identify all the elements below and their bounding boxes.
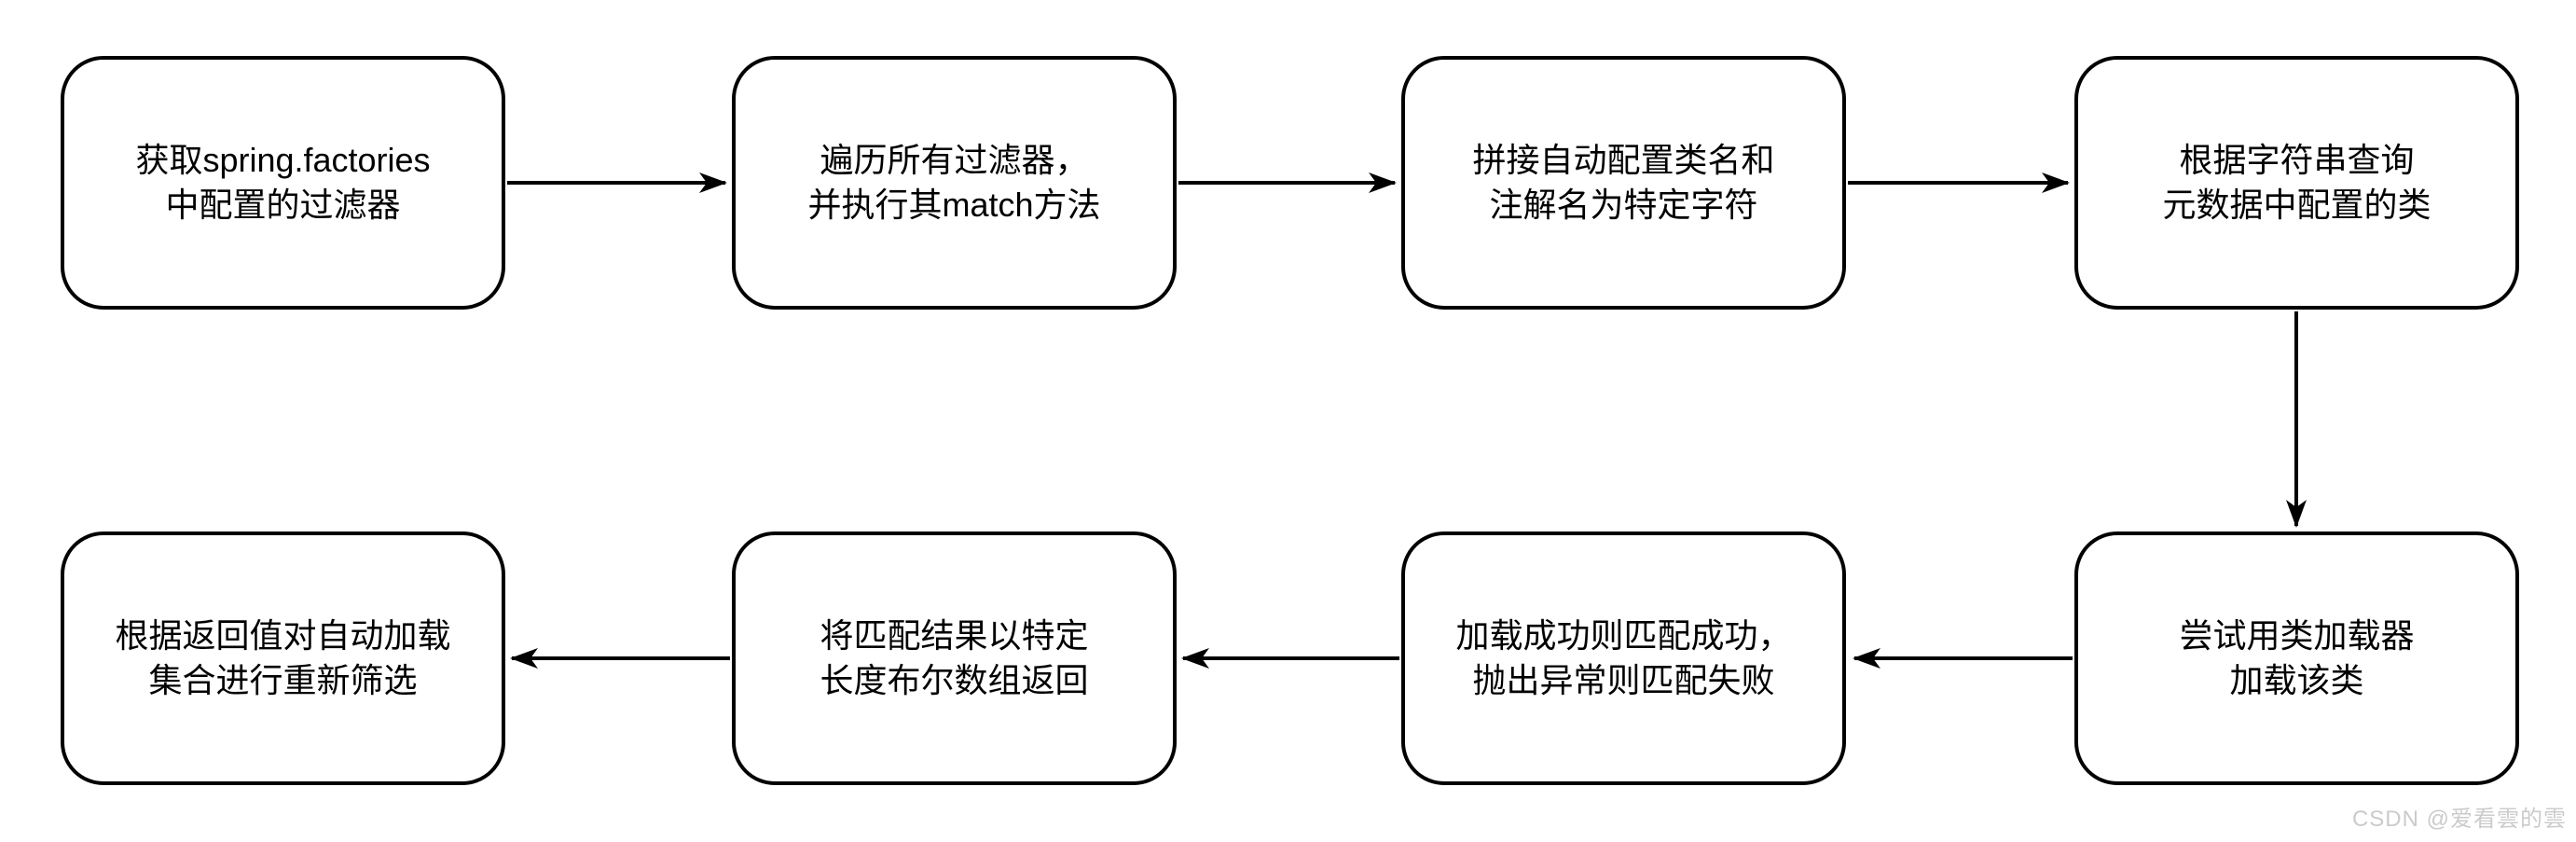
node-text-line: 长度布尔数组返回	[820, 661, 1089, 699]
node-text-line: 获取spring.factories	[135, 141, 431, 179]
node-text-line: 元数据中配置的类	[2162, 186, 2431, 224]
watermark: CSDN @爱看雲的雲	[2351, 807, 2567, 832]
node-text-line: 加载该类	[2229, 661, 2364, 699]
node-query-metadata-configured-classes: 根据字符串查询 元数据中配置的类	[2074, 56, 2519, 310]
node-text-line: 拼接自动配置类名和	[1472, 141, 1775, 179]
node-get-spring-factories-filters: 获取spring.factories 中配置的过滤器	[61, 56, 505, 310]
node-text-line: 加载成功则匹配成功，	[1455, 616, 1792, 655]
node-text-line: 根据返回值对自动加载	[115, 616, 451, 655]
node-text-line: 尝试用类加载器	[2179, 616, 2415, 655]
node-concat-autoconfig-class-annotation: 拼接自动配置类名和 注解名为特定字符	[1401, 56, 1846, 310]
node-refilter-autoload-collection: 根据返回值对自动加载 集合进行重新筛选	[61, 531, 505, 785]
node-iterate-filters-run-match: 遍历所有过滤器， 并执行其match方法	[732, 56, 1177, 310]
node-text-line: 注解名为特定字符	[1489, 186, 1758, 224]
node-return-boolean-array: 将匹配结果以特定 长度布尔数组返回	[732, 531, 1177, 785]
node-load-success-match-result: 加载成功则匹配成功， 抛出异常则匹配失败	[1401, 531, 1846, 785]
node-try-classloader-load-class: 尝试用类加载器 加载该类	[2074, 531, 2519, 785]
node-text-line: 集合进行重新筛选	[148, 661, 418, 699]
node-text-line: 并执行其match方法	[807, 186, 1101, 224]
node-text-line: 遍历所有过滤器，	[820, 141, 1089, 179]
node-text-line: 中配置的过滤器	[165, 186, 401, 224]
node-text-line: 抛出异常则匹配失败	[1472, 661, 1775, 699]
node-text-line: 将匹配结果以特定	[820, 616, 1089, 655]
node-text-line: 根据字符串查询	[2179, 141, 2415, 179]
